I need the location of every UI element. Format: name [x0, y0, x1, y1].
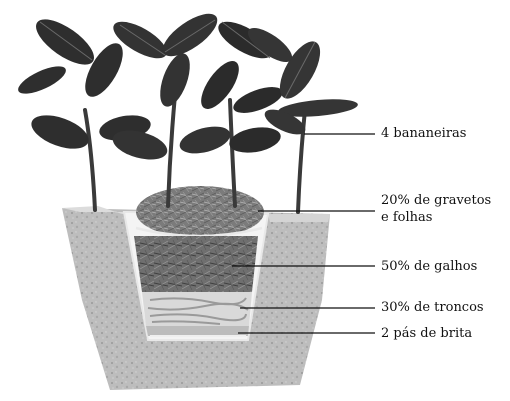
layer-gravel — [146, 326, 249, 336]
layer-branches — [134, 236, 258, 292]
label-gravel: 2 pás de brita — [381, 325, 472, 342]
label-banana: 4 bananeiras — [381, 125, 466, 142]
label-leaves-line2: e folhas — [381, 209, 506, 226]
label-trunks: 30% de troncos — [381, 299, 484, 316]
label-branches: 50% de galhos — [381, 258, 477, 275]
label-leaves: 20% de gravetos e folhas — [381, 192, 506, 226]
pit — [124, 186, 268, 340]
layer-leaves-mound — [136, 186, 264, 238]
label-leaves-line1: 20% de gravetos — [381, 192, 506, 209]
banana-plants — [15, 6, 359, 212]
